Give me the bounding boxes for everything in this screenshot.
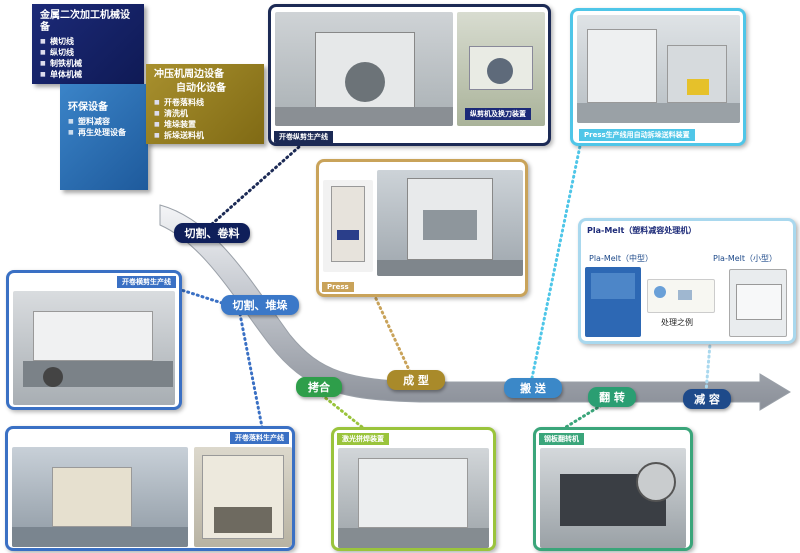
photo-press: Press [316,159,528,297]
slitter-knife-photo [457,12,545,126]
connector-form [370,288,412,374]
sheet-turnover-caption: 钢板翻转机 [539,433,584,445]
category-metal-item: 纵切线 [40,47,136,58]
photo-blanking-line: 开卷落料生产线 [5,426,295,551]
slitting-line-photo [275,12,453,126]
category-auto-item: 开卷落料线 [154,97,256,108]
flow-step-volume-reduction: 减 容 [683,389,731,409]
press-destacker-photo [577,15,740,123]
category-env-item: 再生处理设备 [68,127,140,138]
category-auto-item: 堆垛装置 [154,119,256,130]
laser-welding-photo [338,448,489,548]
slitter-knife-caption: 纵剪机及换刀装置 [465,108,531,120]
photo-slitting-line: 纵剪机及换刀装置 开卷纵剪生产线 [268,4,551,146]
pla-melt-process-photo [647,279,715,313]
pla-melt-caption: Pla-Melt（塑料减容处理机） [587,226,697,235]
flow-step-move: 搬 送 [504,378,562,398]
category-metal-item: 制铁机械 [40,58,136,69]
press-large-photo [377,170,523,276]
category-press-automation: 冲压机周边设备 自动化设备 开卷落料线 清洗机 堆垛装置 拆垛送料机 [146,64,264,144]
slitting-line-caption: 开卷纵剪生产线 [274,131,333,143]
category-metal-machinery: 金属二次加工机械设备 横切线 纵切线 制铁机械 单体机械 [32,4,144,84]
photo-sheet-turnover: 钢板翻转机 [533,427,693,551]
category-metal-item: 横切线 [40,36,136,47]
category-environment: 环保设备 塑料减容 再生处理设备 [60,84,148,190]
cut-to-length-photo [13,291,175,405]
press-caption: Press [322,282,354,292]
category-metal-title: 金属二次加工机械设备 [40,10,130,33]
flow-step-join: 拷合 [296,377,342,397]
pla-melt-example-label: 处理之例 [661,318,693,327]
blanking-line-photo-left [12,447,188,547]
connector-volume [704,342,712,394]
category-auto-item: 拆垛送料机 [154,130,256,141]
connector-move [530,144,582,380]
photo-press-destacker: Press生产线用自动拆垛送料装置 [570,8,746,146]
photo-cut-to-length-line: 开卷横剪生产线 [6,270,182,410]
sheet-turnover-photo [540,448,686,548]
flow-step-cut-coil: 切割、卷料 [174,223,250,243]
pla-melt-medium-photo [585,267,641,337]
blanking-line-photo-right [194,447,292,547]
category-auto-title-1: 冲压机周边设备 [154,69,224,80]
press-destacker-caption: Press生产线用自动拆垛送料装置 [579,129,695,141]
connector-join [316,390,364,429]
laser-welding-caption: 激光拼焊装置 [337,433,389,445]
flow-step-form: 成 型 [387,370,445,390]
photo-laser-welding: 激光拼焊装置 [331,427,496,551]
category-auto-item: 清洗机 [154,108,256,119]
pla-melt-medium-label: Pla-Melt（中型） [589,254,654,263]
connector-cut1 [210,144,302,226]
cut-to-length-caption: 开卷横剪生产线 [117,276,176,288]
category-env-item: 塑料减容 [68,116,140,127]
flow-step-cut-stack: 切割、堆垛 [221,295,299,315]
connector-cut2-bottom [238,312,264,429]
category-auto-title-2: 自动化设备 [176,83,226,94]
flow-step-flip: 翻 转 [588,387,636,407]
category-env-title: 环保设备 [68,102,108,113]
press-small-photo [323,180,373,272]
photo-pla-melt: Pla-Melt（塑料减容处理机） Pla-Melt（中型） Pla-Melt（… [578,218,796,344]
pla-melt-small-photo [729,269,787,337]
blanking-line-caption: 开卷落料生产线 [230,432,289,444]
pla-melt-small-label: Pla-Melt（小型） [713,254,778,263]
category-metal-item: 单体机械 [40,69,136,80]
